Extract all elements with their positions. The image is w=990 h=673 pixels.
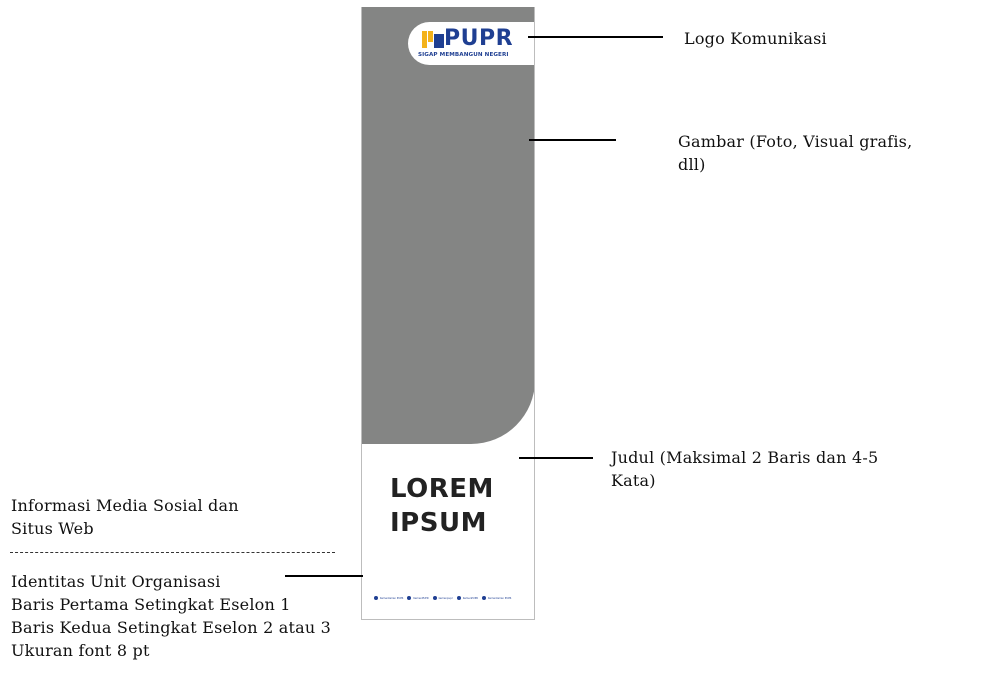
social-item: Kementerian PUPR	[482, 596, 511, 600]
identity-leader-line	[285, 575, 363, 577]
dashed-divider	[10, 552, 335, 553]
headline-line-2: IPSUM	[390, 508, 487, 538]
roll-banner-mockup: PUPR SIGAP MEMBANGUN NEGERI LOREM IPSUM …	[361, 7, 535, 620]
image-leader-line	[529, 139, 616, 141]
social-item: KemenPUPR	[407, 596, 429, 600]
social-icon	[432, 596, 437, 600]
logo-tagline: SIGAP MEMBANGUN NEGERI	[418, 52, 509, 58]
pupr-logo: PUPR SIGAP MEMBANGUN NEGERI	[408, 22, 534, 65]
social-item: kemenpupr	[432, 596, 453, 600]
logo-wordmark: PUPR	[444, 26, 514, 51]
social-item: Kementerian PUPR	[374, 596, 403, 600]
image-annotation: Gambar (Foto, Visual grafis, dll)	[678, 132, 913, 174]
social-icon	[482, 596, 487, 600]
title-annotation: Judul (Maksimal 2 Baris dan 4-5 Kata)	[611, 448, 879, 490]
title-leader-line	[519, 457, 593, 459]
pupr-emblem-icon	[422, 31, 444, 48]
social-footer: Kementerian PUPR KemenPUPR kemenpupr Kem…	[374, 593, 528, 603]
logo-annotation: Logo Komunikasi	[684, 29, 827, 48]
social-icon	[456, 596, 461, 600]
social-icon	[374, 596, 378, 600]
social-icon	[407, 596, 412, 600]
banner-headline: LOREM IPSUM	[390, 472, 494, 540]
image-placeholder	[362, 7, 534, 444]
logo-leader-line	[528, 36, 663, 38]
identity-annotation: Identitas Unit Organisasi Baris Pertama …	[11, 572, 332, 660]
headline-line-1: LOREM	[390, 474, 494, 504]
social-item: KemenPUPR	[456, 596, 478, 600]
social-annotation: Informasi Media Sosial dan Situs Web	[11, 496, 239, 538]
